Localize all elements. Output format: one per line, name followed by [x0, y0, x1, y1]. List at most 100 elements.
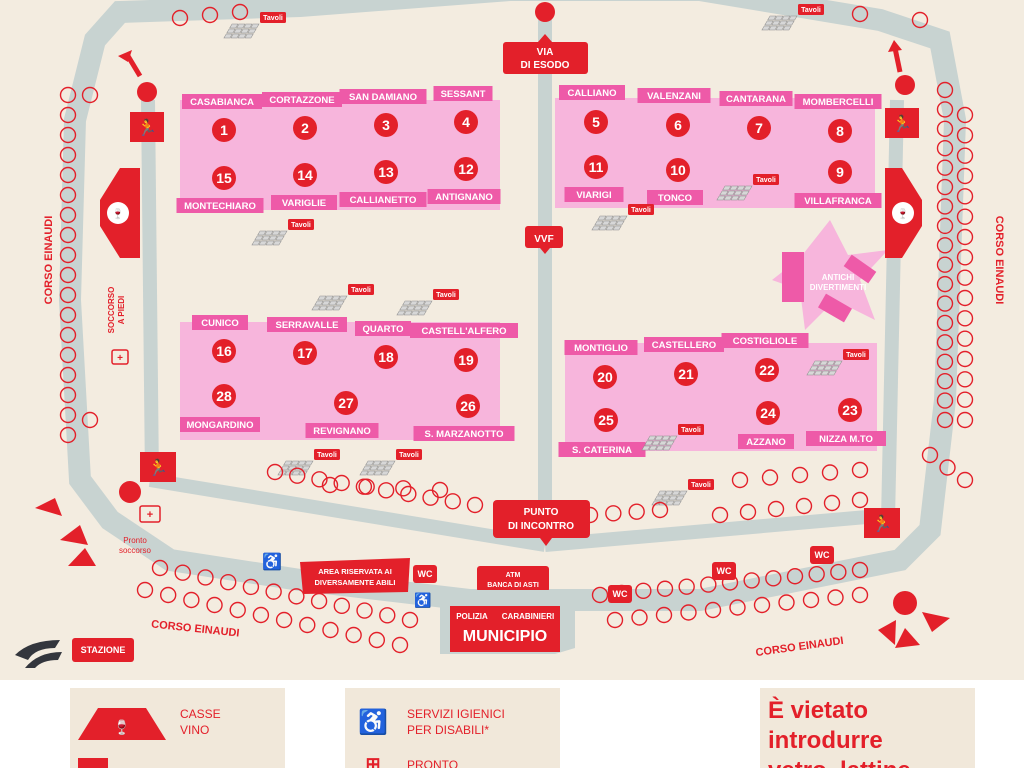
stand-number-circle	[666, 158, 690, 182]
tables-grid-icon	[311, 295, 348, 311]
stand-name: REVIGNANO	[313, 426, 371, 437]
area-riservata[interactable]: AREA RISERVATA AI DIVERSAMENTE ABILI ♿	[262, 552, 410, 594]
legend-casse-vino: 🍷 CASSE VINO	[78, 704, 270, 740]
stand-name-tag	[647, 190, 703, 205]
tavoli-area: Tavoli	[251, 219, 314, 246]
wc-sign[interactable]: WC	[413, 565, 437, 583]
stand-number-circle	[828, 160, 852, 184]
seat-circle	[956, 249, 974, 266]
corso-einaudi-left: CORSO EINAUDI	[43, 216, 55, 305]
seat-circle	[956, 208, 974, 225]
corso-einaudi-bottom-right: CORSO EINAUDI	[755, 635, 844, 659]
vvf-sign[interactable]: VVF	[525, 226, 563, 254]
tavoli-area: Tavoli	[223, 12, 286, 39]
seat-circle	[183, 591, 200, 609]
seat-circle	[921, 446, 939, 464]
seat-circle	[655, 606, 673, 624]
casse-vino-left[interactable]: 🍷	[100, 168, 140, 258]
seat-circle	[802, 591, 820, 609]
tavoli-area: Tavoli	[396, 289, 459, 316]
seat-circle	[830, 563, 847, 581]
stand-name-tag	[721, 333, 809, 348]
tavoli-label: Tavoli	[681, 427, 701, 434]
seat-circle	[911, 11, 929, 29]
atm-sign[interactable]: ATM BANCA DI ASTI	[477, 566, 549, 592]
stand-number-circle	[593, 365, 617, 389]
punto-incontro-sign[interactable]: PUNTO DI INCONTRO	[493, 500, 590, 546]
seat-circle	[778, 594, 795, 611]
antichi-label-2: DIVERTIMENTI	[810, 283, 866, 292]
via-esodo-sign[interactable]: VIA DI ESODO	[503, 2, 588, 74]
legend-exit	[78, 758, 108, 768]
stand-number-circle	[828, 119, 852, 143]
seat-circle	[936, 372, 954, 390]
seat-circle	[265, 583, 282, 600]
stand-name: SERRAVALLE	[276, 320, 339, 331]
wc-sign[interactable]: WC	[608, 585, 632, 603]
wc-sign[interactable]: WC	[712, 562, 736, 580]
seat-circle	[174, 564, 191, 581]
seat-circle	[59, 406, 77, 424]
seat-circle	[466, 496, 484, 514]
seat-circle	[59, 186, 77, 204]
seat-circle	[936, 178, 954, 196]
seat-circle	[59, 426, 77, 444]
seat-circle	[936, 237, 954, 254]
tables-grid-icon	[223, 23, 260, 39]
soccorso-piedi-1: SOCCORSO	[107, 287, 116, 334]
stand-number-circle	[454, 348, 478, 372]
tavoli-area: Tavoli	[311, 284, 374, 311]
stand-name-tag	[176, 198, 264, 213]
tables-grid-icon	[396, 300, 433, 316]
via-esodo-line2: DI ESODO	[521, 60, 570, 71]
wc-sign[interactable]: WC	[810, 546, 834, 564]
stazione[interactable]: STAZIONE	[15, 638, 134, 668]
seat-circle	[956, 371, 974, 388]
tavoli-label: Tavoli	[317, 452, 337, 459]
seat-circle	[827, 589, 844, 606]
stand-name-tag	[794, 94, 882, 109]
exit-sign-bottom-right: 🏃	[864, 508, 950, 648]
seat-circle	[936, 81, 954, 99]
tables-grid-icon	[761, 15, 798, 31]
municipio-building[interactable]: POLIZIA CARABINIERI MUNICIPIO	[440, 590, 575, 654]
seat-circle	[266, 463, 284, 481]
seat-circle	[656, 580, 674, 597]
stand-name-tag	[564, 340, 638, 355]
pronto-soccorso[interactable]: + Pronto soccorso	[119, 505, 161, 555]
stand-number: 8	[836, 123, 844, 139]
seat-circle	[275, 611, 293, 629]
seat-circle	[321, 476, 339, 494]
seat-circle	[59, 266, 77, 284]
casse-vino-right[interactable]: 🍷	[885, 168, 922, 258]
